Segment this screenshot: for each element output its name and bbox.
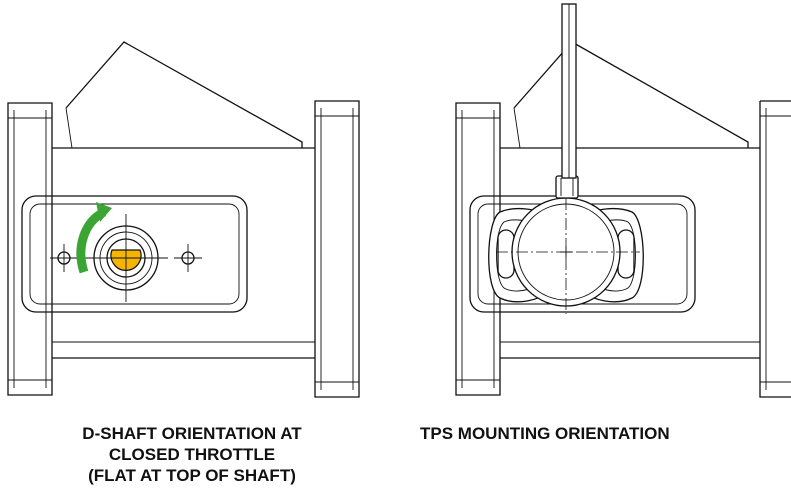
caption-left: D-SHAFT ORIENTATION AT CLOSED THROTTLE (… xyxy=(22,423,362,486)
caption-left-line2: CLOSED THROTTLE xyxy=(108,445,276,464)
caption-left-line3: (FLAT AT TOP OF SHAFT) xyxy=(88,466,296,485)
caption-left-line1: D-SHAFT ORIENTATION AT xyxy=(82,424,302,443)
caption-right: TPS MOUNTING ORIENTATION xyxy=(420,423,791,444)
throttle-body-right xyxy=(455,3,791,398)
curved-arrow-icon xyxy=(76,202,112,274)
tps-sensor xyxy=(488,3,644,314)
caption-right-line1: TPS MOUNTING ORIENTATION xyxy=(420,424,670,443)
throttle-body-left xyxy=(7,41,360,398)
